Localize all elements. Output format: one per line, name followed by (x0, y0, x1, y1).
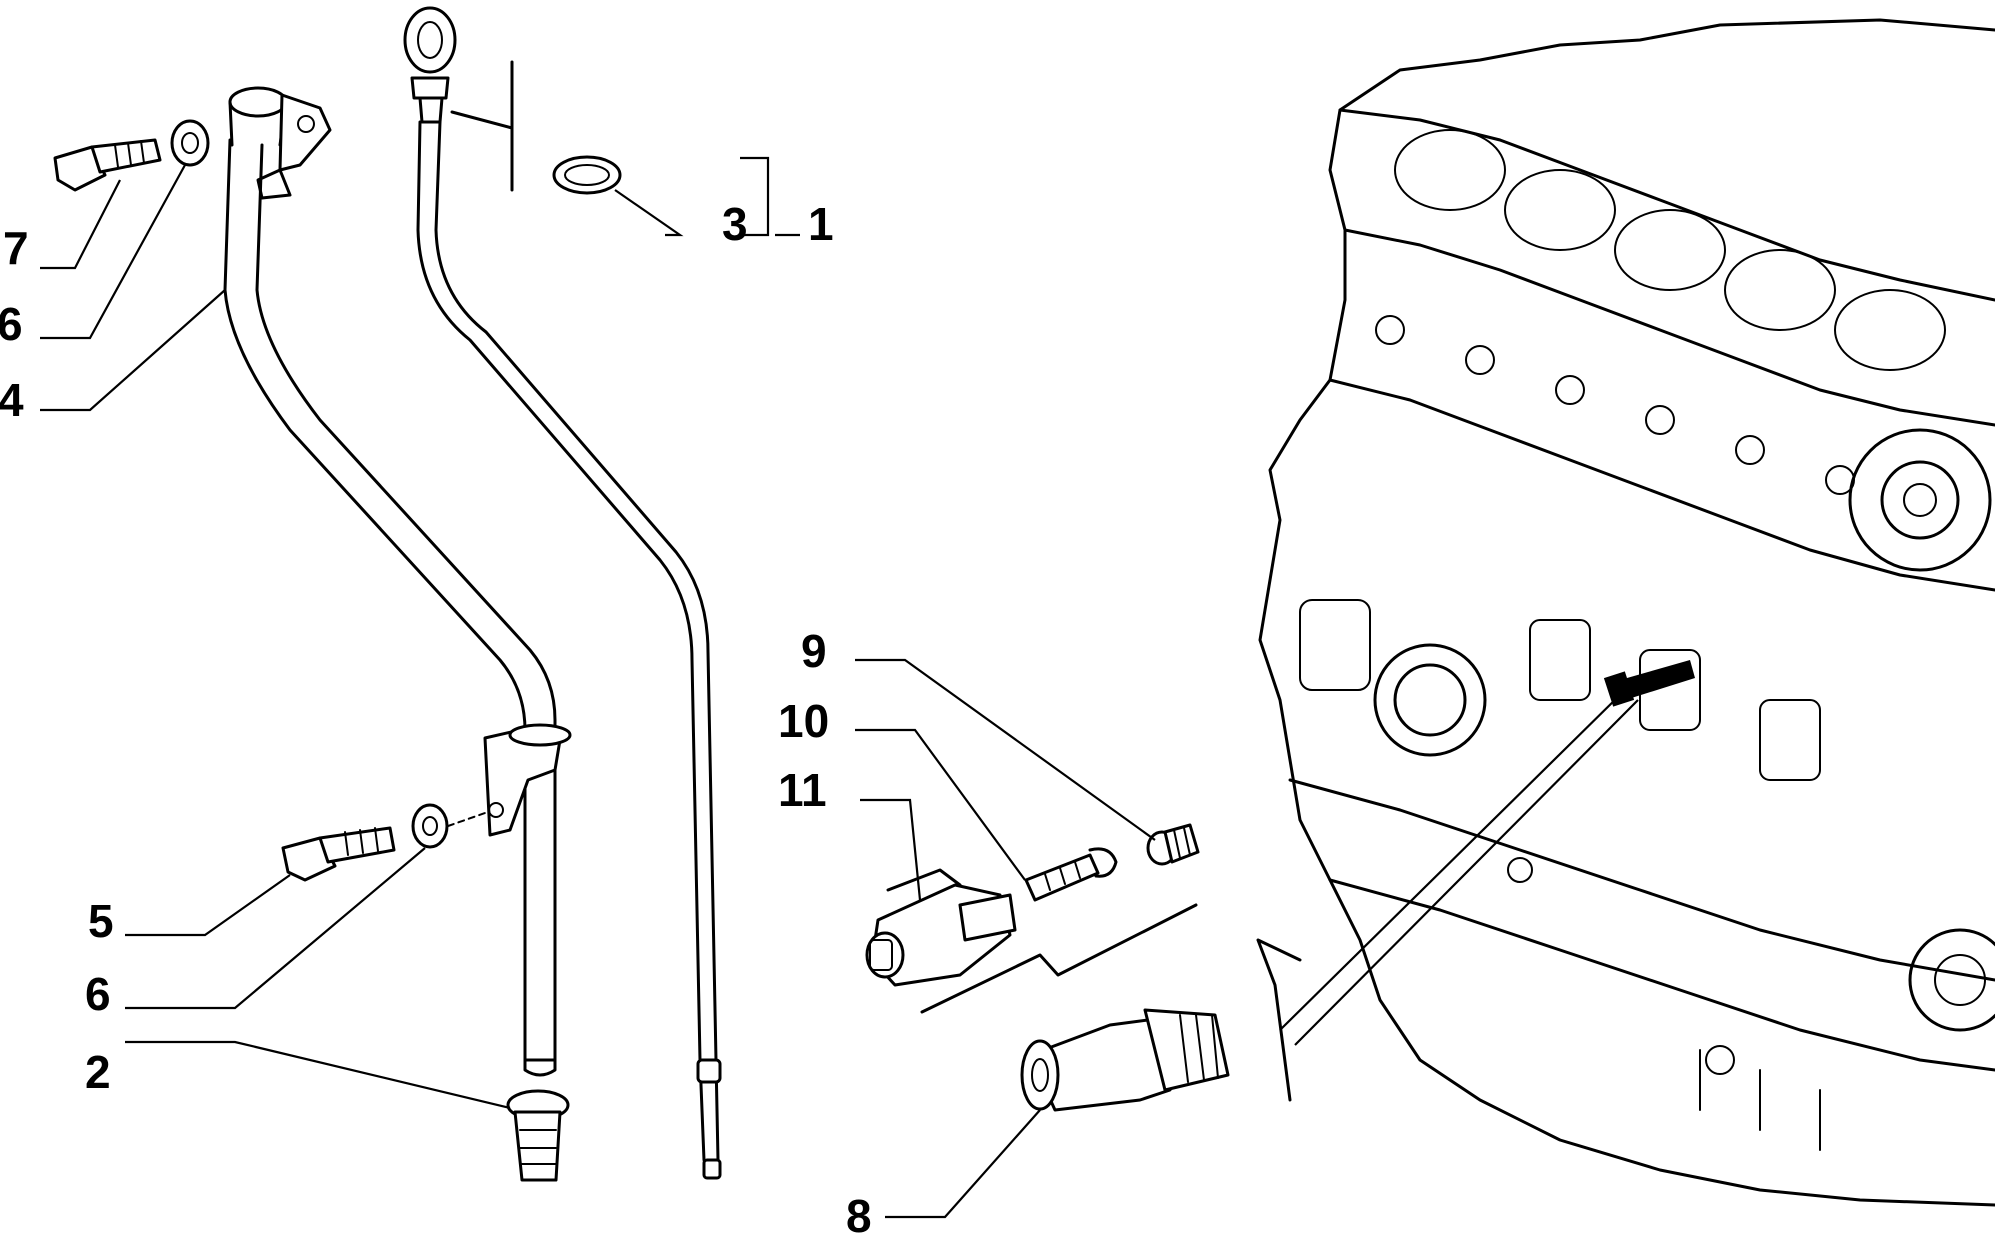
callout-6-top: 6 (0, 298, 23, 350)
callout-4: 4 (0, 374, 24, 426)
electrical-connector (865, 868, 1017, 987)
washer-lower (411, 803, 489, 849)
callout-11: 11 (778, 764, 827, 816)
callout-labels: 7 6 4 3 1 5 6 2 8 9 10 11 (0, 198, 872, 1234)
callout-1: 1 (808, 198, 834, 250)
engine-block (1258, 18, 1995, 1207)
callout-2: 2 (85, 1046, 111, 1098)
washer-top (170, 119, 210, 167)
dipstick (403, 6, 722, 1180)
dipstick-guide-tube (223, 86, 572, 1077)
callout-5: 5 (88, 895, 114, 947)
seal-ring (552, 155, 622, 195)
callout-9: 9 (801, 625, 827, 677)
oil-pressure-sensor (920, 903, 1302, 1112)
callout-3: 3 (722, 198, 748, 250)
bolt-lower (281, 826, 396, 882)
terminal (1024, 847, 1118, 902)
seal-spring (1146, 823, 1200, 866)
callout-6-lower: 6 (85, 968, 111, 1020)
callout-10: 10 (778, 695, 829, 747)
callout-7: 7 (3, 222, 29, 274)
leader-lines (40, 156, 1639, 1219)
bolt-top (53, 138, 162, 192)
callout-8: 8 (846, 1190, 872, 1234)
plug (506, 1089, 570, 1182)
